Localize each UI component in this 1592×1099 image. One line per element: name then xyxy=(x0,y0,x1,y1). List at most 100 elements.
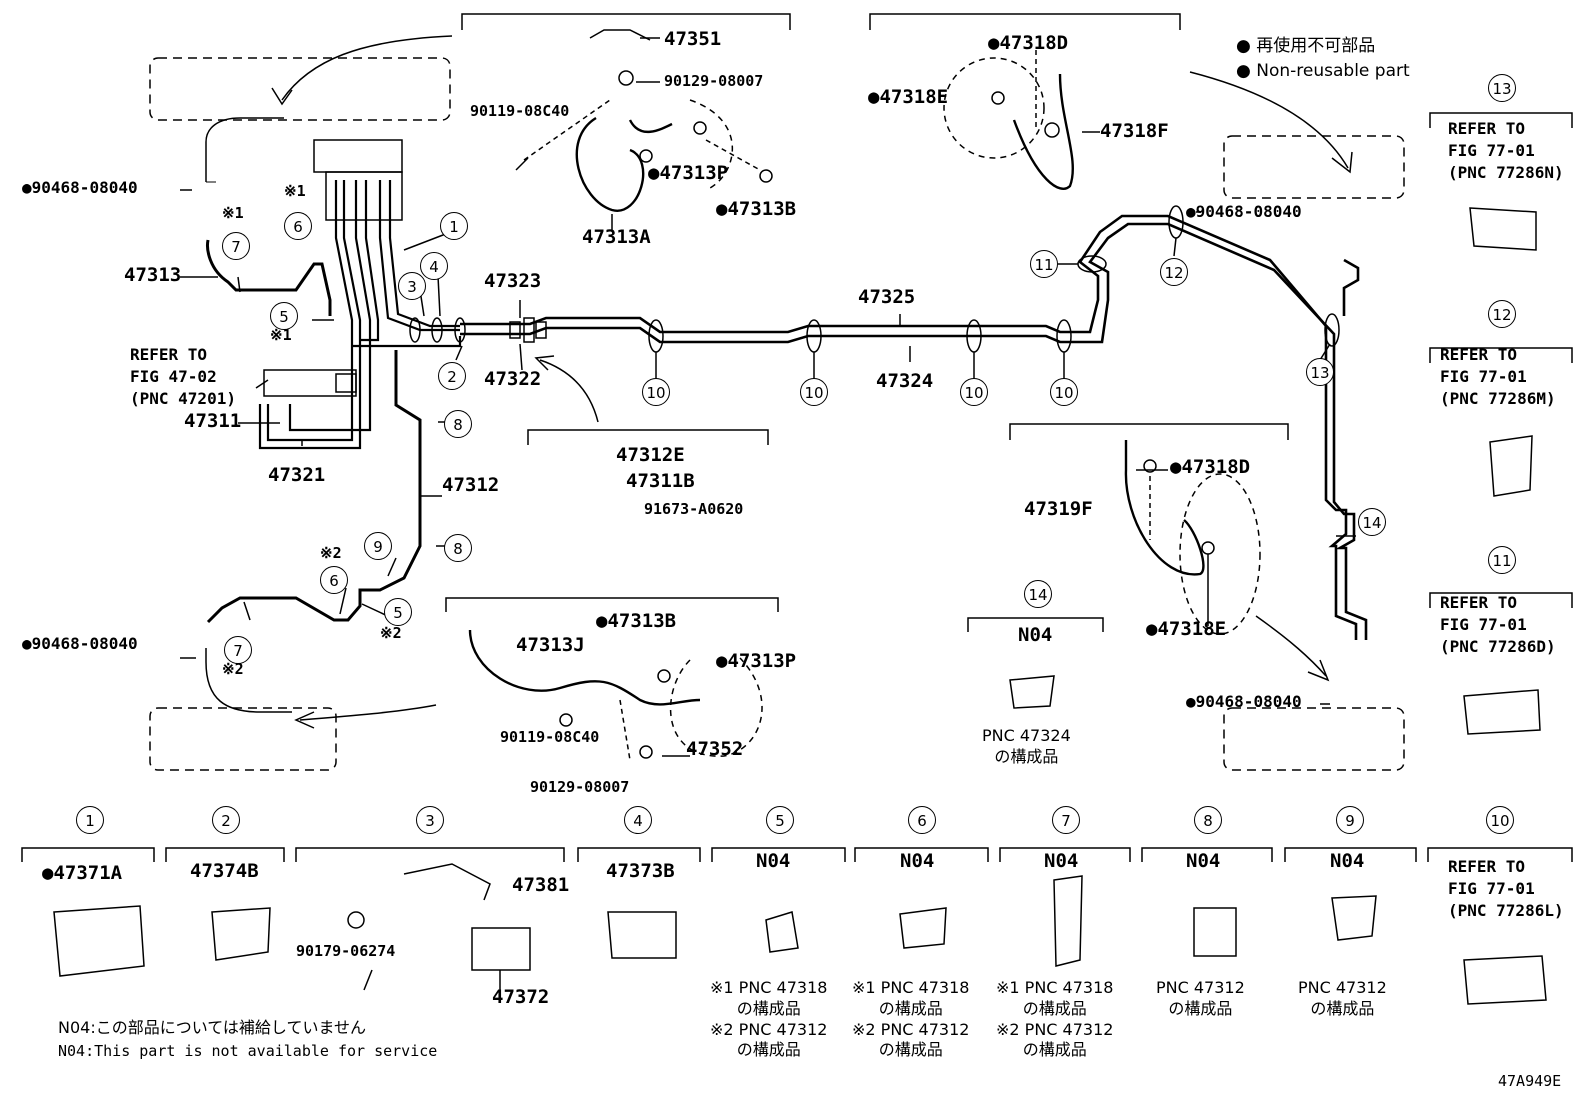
n04-7: N04 xyxy=(1044,850,1079,872)
refer-77286n: REFER TO FIG 77-01 (PNC 77286N) xyxy=(1448,119,1564,182)
mark-5-bottom: ※2 xyxy=(380,624,402,642)
label-47313a: 47313A xyxy=(582,226,651,248)
label-90179-06274: 90179-06274 xyxy=(296,942,396,960)
callout-10-c: 10 xyxy=(960,378,988,406)
label-90468-bottom-left: 90468-08040 xyxy=(22,634,138,653)
callout-8-bottom-row: 8 xyxy=(1194,806,1222,834)
callout-1: 1 xyxy=(440,212,468,240)
group-bracket-47351 xyxy=(461,13,791,30)
callout-4-bottom: 4 xyxy=(624,806,652,834)
group-bracket-14 xyxy=(967,617,1104,632)
callout-5-bottom-row: 5 xyxy=(766,806,794,834)
n04-8: N04 xyxy=(1186,850,1221,872)
refer-fig-47-02: REFER TO FIG 47-02 (PNC 47201) xyxy=(130,345,236,408)
note-6: ※1 PNC 47318 の構成品 ※2 PNC 47312 の構成品 xyxy=(852,978,970,1060)
figure-code: 47A949E xyxy=(1498,1072,1562,1090)
label-47313b-top: 47313B xyxy=(716,198,796,220)
label-47318d-bottom: 47318D xyxy=(1170,456,1250,478)
footnote-en: N04:This part is not available for servi… xyxy=(58,1042,438,1060)
callout-10-d: 10 xyxy=(1050,378,1078,406)
label-90468-top-right: 90468-08040 xyxy=(1186,202,1302,221)
group-bracket-47313J xyxy=(445,597,779,612)
n04-6: N04 xyxy=(900,850,935,872)
note-7: ※1 PNC 47318 の構成品 ※2 PNC 47312 の構成品 xyxy=(996,978,1114,1060)
callout-3: 3 xyxy=(398,272,426,300)
callout-6-bottom: 6 xyxy=(320,566,348,594)
label-47323: 47323 xyxy=(484,270,542,292)
label-47324: 47324 xyxy=(876,370,934,392)
callout-11-ref: 11 xyxy=(1488,546,1516,574)
label-47313p-bottom: 47313P xyxy=(716,650,796,672)
label-47322: 47322 xyxy=(484,368,542,390)
callout-14: 14 xyxy=(1358,508,1386,536)
note-pnc-47324: PNC 47324 の構成品 xyxy=(982,726,1071,766)
group-bracket-47319F xyxy=(1009,423,1289,440)
n04-9: N04 xyxy=(1330,850,1365,872)
callout-2: 2 xyxy=(438,362,466,390)
label-47318d-top: 47318D xyxy=(988,32,1068,54)
callout-14-group: 14 xyxy=(1024,580,1052,608)
callout-13-ref: 13 xyxy=(1488,74,1516,102)
group-bracket-47312E xyxy=(527,429,769,445)
legend-en: ● Non-reusable part xyxy=(1236,61,1410,81)
callout-3-bottom: 3 xyxy=(416,806,444,834)
callout-8-bottom: 8 xyxy=(444,534,472,562)
label-47374b: 47374B xyxy=(190,860,259,882)
mark-7-top: ※1 xyxy=(222,204,244,222)
label-47318f: 47318F xyxy=(1100,120,1169,142)
callout-4: 4 xyxy=(420,252,448,280)
mark-5-top: ※1 xyxy=(270,326,292,344)
label-47313: 47313 xyxy=(124,264,182,286)
mark-6-bottom: ※2 xyxy=(320,544,342,562)
mark-7-bottom: ※2 xyxy=(222,660,244,678)
callout-7-bottom: 7 xyxy=(224,636,252,664)
label-47352: 47352 xyxy=(686,738,744,760)
label-90129-08007-a: 90129-08007 xyxy=(664,72,764,90)
label-47313j: 47313J xyxy=(516,634,585,656)
callout-8-top: 8 xyxy=(444,410,472,438)
note-9: PNC 47312 の構成品 xyxy=(1298,978,1387,1018)
n04-14: N04 xyxy=(1018,624,1053,646)
callout-7-bottom-row: 7 xyxy=(1052,806,1080,834)
label-47325: 47325 xyxy=(858,286,916,308)
label-91673-a0620: 91673-A0620 xyxy=(644,500,744,518)
refer-77286l: REFER TO FIG 77-01 (PNC 77286L) xyxy=(1448,857,1564,920)
label-47319f: 47319F xyxy=(1024,498,1093,520)
refer-77286d: REFER TO FIG 77-01 (PNC 77286D) xyxy=(1440,593,1556,656)
callout-11: 11 xyxy=(1030,250,1058,278)
label-47381: 47381 xyxy=(512,874,570,896)
group-bracket-11 xyxy=(1429,592,1573,608)
callout-7-top: 7 xyxy=(222,232,250,260)
callout-5-bottom: 5 xyxy=(384,598,412,626)
callout-12: 12 xyxy=(1160,258,1188,286)
note-8: PNC 47312 の構成品 xyxy=(1156,978,1245,1018)
label-47318e-bottom: 47318E xyxy=(1146,618,1226,640)
label-90119-08c40-b: 90119-08C40 xyxy=(500,728,600,746)
label-47321: 47321 xyxy=(268,464,326,486)
label-47311b: 47311B xyxy=(626,470,695,492)
callout-9-bottom-row: 9 xyxy=(1336,806,1364,834)
label-90468-bottom-right: 90468-08040 xyxy=(1186,692,1302,711)
label-47373b: 47373B xyxy=(606,860,675,882)
callout-10-bottom-row: 10 xyxy=(1486,806,1514,834)
label-90119-08c40-a: 90119-08C40 xyxy=(470,102,570,120)
callout-10-b: 10 xyxy=(800,378,828,406)
callout-2-bottom: 2 xyxy=(212,806,240,834)
refer-77286m: REFER TO FIG 77-01 (PNC 77286M) xyxy=(1440,345,1556,408)
label-90468-top-left: 90468-08040 xyxy=(22,178,138,197)
label-90129-08007-b: 90129-08007 xyxy=(530,778,630,796)
callout-13: 13 xyxy=(1306,358,1334,386)
label-47312e: 47312E xyxy=(616,444,685,466)
callout-6-top: 6 xyxy=(284,212,312,240)
callout-5-top: 5 xyxy=(270,302,298,330)
mark-6-top: ※1 xyxy=(284,182,306,200)
note-5: ※1 PNC 47318 の構成品 ※2 PNC 47312 の構成品 xyxy=(710,978,828,1060)
label-47372: 47372 xyxy=(492,986,550,1008)
group-bracket-12 xyxy=(1429,347,1573,363)
label-47311: 47311 xyxy=(184,410,242,432)
label-47318e-top: 47318E xyxy=(868,86,948,108)
callout-1-bottom: 1 xyxy=(76,806,104,834)
footnote-jp: N04:この部品については補給していません xyxy=(58,1018,366,1037)
callout-6-bottom-row: 6 xyxy=(908,806,936,834)
